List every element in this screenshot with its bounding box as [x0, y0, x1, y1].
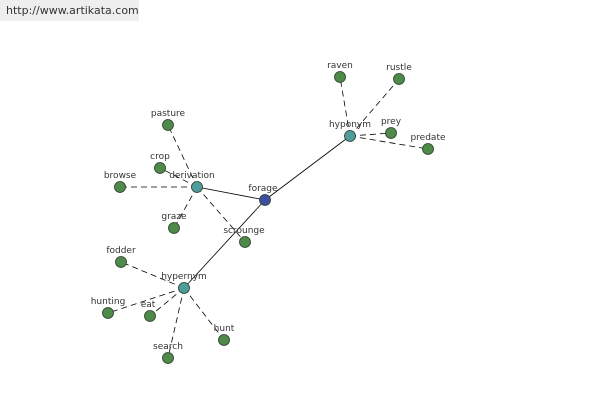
- edge-derivation-pasture: [167, 124, 198, 188]
- node-derivation[interactable]: derivation: [169, 171, 215, 193]
- node-label-raven[interactable]: raven: [327, 61, 353, 71]
- nodes-layer: forage hyponym derivation hypernym raven rust…: [91, 61, 446, 364]
- node-hypernym[interactable]: hypernym: [161, 272, 207, 294]
- node-hyponym[interactable]: hyponym: [329, 120, 371, 142]
- node-predate[interactable]: predate: [410, 133, 446, 155]
- node-hunt[interactable]: hunt: [214, 324, 235, 346]
- node-dot-prey[interactable]: [385, 127, 397, 139]
- node-dot-hypernym[interactable]: [178, 282, 190, 294]
- node-hunting[interactable]: hunting: [91, 297, 126, 319]
- edge-hyponym-rustle: [349, 78, 400, 137]
- edge-forage-hypernym: [183, 199, 266, 289]
- node-label-derivation[interactable]: derivation: [169, 171, 215, 181]
- node-prey[interactable]: prey: [381, 117, 402, 139]
- node-label-hunt[interactable]: hunt: [214, 324, 235, 334]
- node-label-eat[interactable]: eat: [141, 300, 156, 310]
- node-label-hyponym[interactable]: hyponym: [329, 120, 371, 130]
- node-label-graze[interactable]: graze: [161, 212, 187, 222]
- node-rustle[interactable]: rustle: [386, 63, 412, 85]
- edge-forage-derivation: [196, 186, 266, 201]
- node-fodder[interactable]: fodder: [106, 246, 136, 268]
- edge-hyponym-predate: [349, 135, 429, 150]
- node-raven[interactable]: raven: [327, 61, 353, 83]
- node-label-predate[interactable]: predate: [410, 133, 446, 143]
- node-label-hypernym[interactable]: hypernym: [161, 272, 207, 282]
- node-dot-search[interactable]: [162, 352, 174, 364]
- node-label-hunting[interactable]: hunting: [91, 297, 126, 307]
- node-dot-derivation[interactable]: [191, 181, 203, 193]
- edge-hypernym-fodder: [120, 261, 185, 289]
- node-label-browse[interactable]: browse: [104, 171, 137, 181]
- node-scrounge[interactable]: scrounge: [223, 226, 265, 248]
- node-dot-rustle[interactable]: [393, 73, 405, 85]
- node-dot-hunting[interactable]: [102, 307, 114, 319]
- node-dot-hunt[interactable]: [218, 334, 230, 346]
- node-dot-crop[interactable]: [154, 162, 166, 174]
- node-eat[interactable]: eat: [141, 300, 156, 322]
- edge-forage-hyponym: [264, 135, 351, 201]
- node-dot-predate[interactable]: [422, 143, 434, 155]
- node-dot-scrounge[interactable]: [239, 236, 251, 248]
- node-label-forage[interactable]: forage: [248, 184, 278, 194]
- node-dot-eat[interactable]: [144, 310, 156, 322]
- node-dot-graze[interactable]: [168, 222, 180, 234]
- node-dot-hyponym[interactable]: [344, 130, 356, 142]
- edge-hypernym-search: [167, 287, 185, 359]
- node-label-fodder[interactable]: fodder: [106, 246, 136, 256]
- node-label-prey[interactable]: prey: [381, 117, 402, 127]
- node-dot-pasture[interactable]: [162, 119, 174, 131]
- node-dot-fodder[interactable]: [115, 256, 127, 268]
- node-browse[interactable]: browse: [104, 171, 137, 193]
- node-forage[interactable]: forage: [248, 184, 278, 206]
- node-dot-forage[interactable]: [259, 194, 271, 206]
- url-text[interactable]: http://www.artikata.com: [6, 4, 139, 17]
- node-graze[interactable]: graze: [161, 212, 187, 234]
- node-label-crop[interactable]: crop: [150, 152, 170, 162]
- edge-derivation-crop: [159, 167, 198, 188]
- node-search[interactable]: search: [153, 342, 183, 364]
- edge-derivation-scrounge: [196, 186, 246, 243]
- node-label-pasture[interactable]: pasture: [151, 109, 186, 119]
- edge-hypernym-hunt: [183, 287, 225, 341]
- node-dot-browse[interactable]: [114, 181, 126, 193]
- node-label-scrounge[interactable]: scrounge: [223, 226, 265, 236]
- url-banner[interactable]: http://www.artikata.com: [0, 0, 139, 21]
- node-pasture[interactable]: pasture: [151, 109, 186, 131]
- node-label-search[interactable]: search: [153, 342, 183, 352]
- edges-layer: [107, 76, 429, 359]
- node-crop[interactable]: crop: [150, 152, 170, 174]
- edge-derivation-graze: [173, 186, 198, 229]
- node-label-rustle[interactable]: rustle: [386, 63, 412, 73]
- edge-hyponym-prey: [349, 132, 392, 137]
- edge-hypernym-eat: [149, 287, 185, 317]
- node-dot-raven[interactable]: [334, 71, 346, 83]
- edge-hypernym-hunting: [107, 287, 185, 314]
